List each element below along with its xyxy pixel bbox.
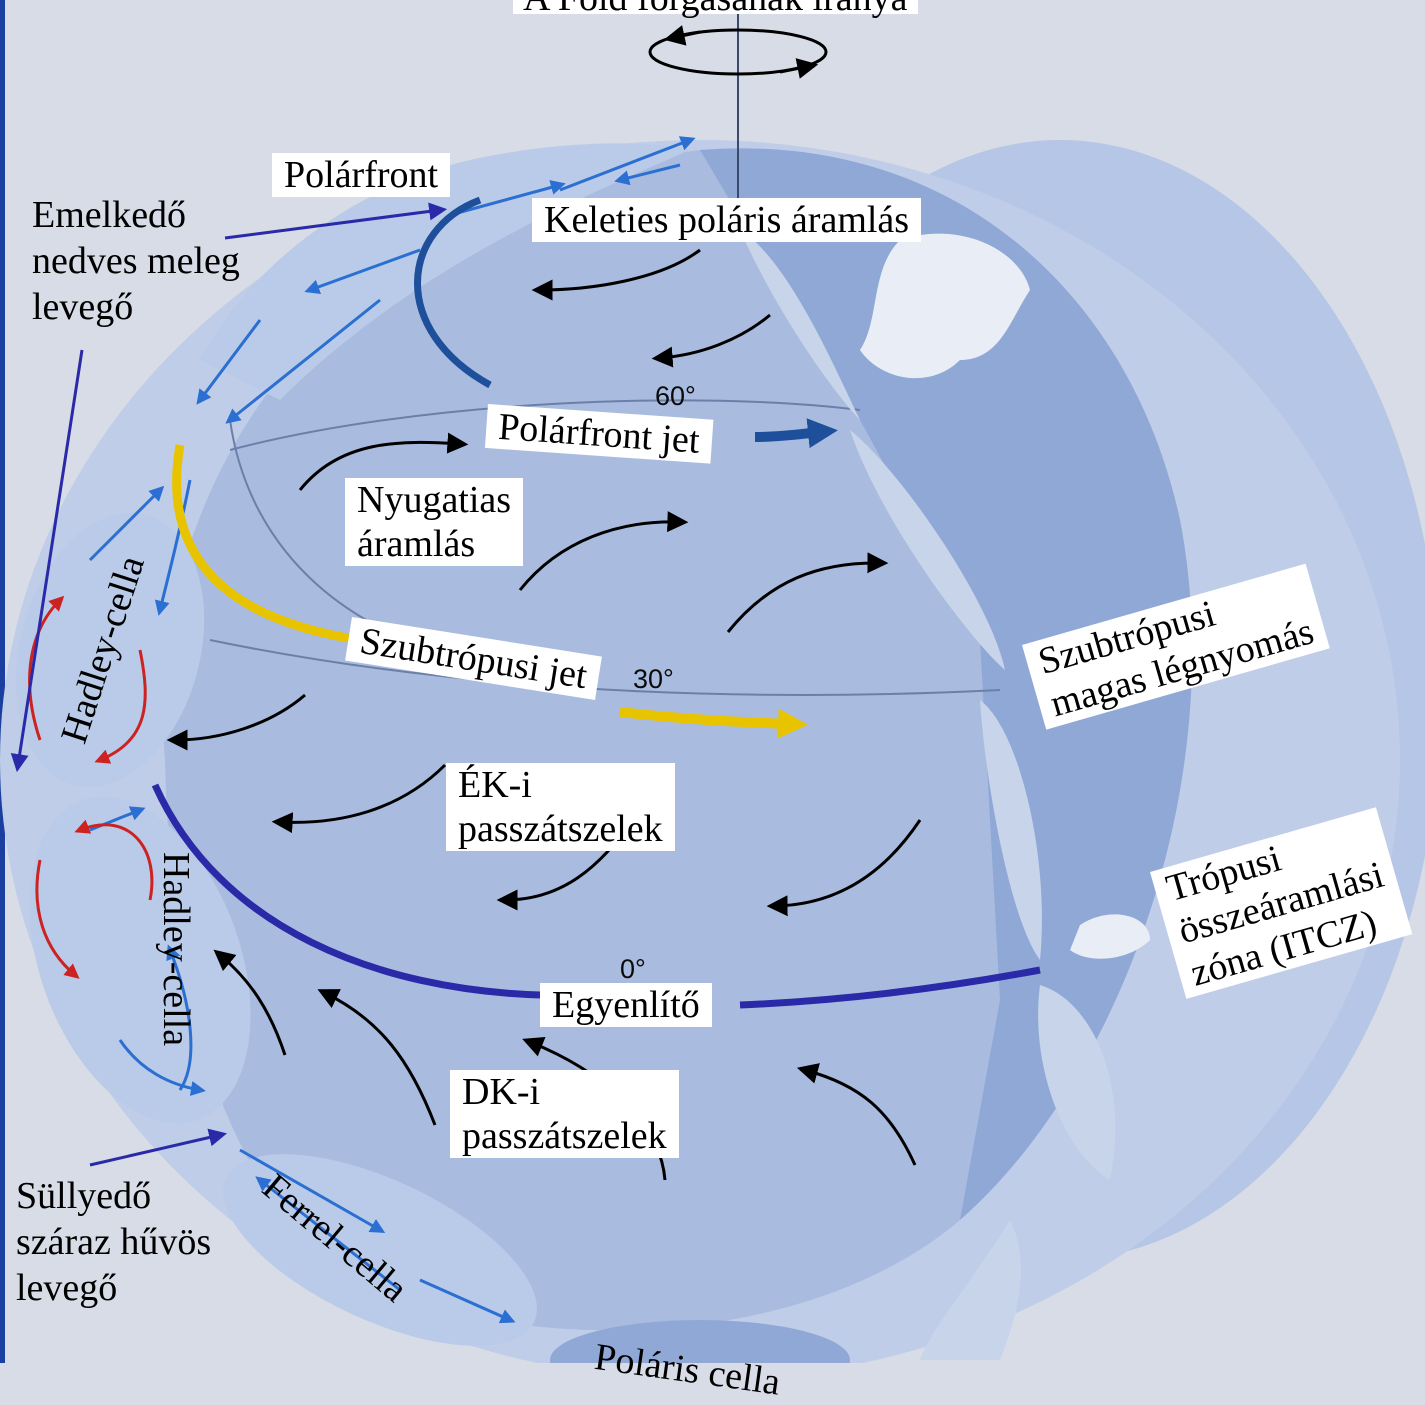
left-border	[0, 0, 5, 1363]
meridian-strip	[980, 700, 1042, 960]
trade-wind-arrow	[766, 819, 922, 917]
circulation-arrow	[225, 298, 381, 424]
se-trade-wind-arrow	[213, 949, 287, 1056]
easterly-wind-arrow	[531, 248, 701, 301]
globe-shadow-side	[700, 148, 1193, 1221]
circulation-arrow	[166, 944, 193, 1091]
polar-front-line	[414, 196, 492, 389]
circulation-arrow	[154, 479, 192, 616]
circulation-arrow	[88, 485, 165, 562]
latitude-60-label: 60°	[655, 381, 696, 411]
meridian-strip	[850, 430, 1005, 670]
label-ek-passzat: ÉK-i passzátszelek	[446, 763, 675, 851]
cloud-itcz	[1070, 914, 1150, 959]
westerly-wind-arrow	[518, 511, 689, 591]
trade-wind-arrow	[271, 763, 447, 834]
meridian-strip	[1038, 985, 1116, 1180]
label-egyenlito: Egyenlítő	[540, 983, 712, 1027]
label-emelkedo: Emelkedő nedves meleg levegő	[32, 194, 240, 328]
label-nyugatias: Nyugatias áramlás	[345, 478, 524, 566]
rotation-arrow-icon	[663, 25, 701, 46]
equator-line	[739, 966, 1041, 1009]
label-keleties: Keleties poláris áramlás	[532, 198, 922, 242]
easterly-wind-arrow	[651, 313, 771, 368]
circulation-arrow	[118, 1039, 206, 1096]
polar-cell-bottom-bubble	[550, 1320, 850, 1363]
globe-illustration	[0, 0, 1425, 1363]
equator-line	[151, 783, 541, 999]
hadley-cell-south-label: Hadley-cella	[155, 852, 197, 1047]
hadley-arrow	[94, 649, 147, 764]
circulation-arrow	[449, 180, 566, 217]
circulation-arrow	[419, 1278, 516, 1324]
latitude-30-label: 30°	[633, 664, 674, 694]
hadley-cell-north-bubble	[15, 512, 205, 788]
circulation-arrow	[239, 1148, 386, 1233]
callout-arrow	[89, 1128, 228, 1167]
circulation-arrow	[614, 163, 681, 186]
subtropical-jet-line	[172, 444, 361, 645]
label-dk-passzat: DK-i passzátszelek	[450, 1070, 679, 1158]
westerly-wind-arrow	[298, 432, 469, 491]
latitude-0-label: 0°	[620, 954, 646, 984]
subtropical-jet-arrow	[619, 707, 808, 739]
se-trade-wind-arrow	[317, 989, 437, 1126]
westerly-wind-arrow	[726, 552, 889, 633]
hadley-arrow	[74, 819, 154, 901]
label-sullyedo: Süllyedő száraz hűvös levegő	[16, 1175, 212, 1309]
meridian-strip	[920, 1220, 1021, 1360]
circulation-arrow	[196, 319, 262, 405]
se-trade-wind-arrow	[796, 1063, 917, 1166]
circulation-arrow	[559, 136, 696, 192]
label-polarfront: Polárfront	[272, 153, 451, 197]
rotation-ellipse	[648, 28, 828, 76]
polar-front-jet-arrow	[754, 418, 838, 449]
latitude-30-line	[209, 639, 1001, 696]
circulation-arrow	[89, 806, 146, 832]
circulation-arrow	[255, 1176, 401, 1292]
latitude-60-line	[229, 399, 861, 451]
polar-cell-bubble	[200, 143, 690, 400]
hadley-arrow	[35, 859, 80, 979]
rotation-arrow-icon	[779, 58, 819, 79]
callout-arrow	[224, 202, 448, 240]
trade-wind-arrow	[166, 693, 306, 751]
circulation-arrow	[304, 248, 421, 294]
meridian-strip	[740, 230, 860, 420]
hadley-arrow	[28, 595, 65, 741]
callout-arrow	[10, 349, 84, 773]
hadley-cell-south-bubble	[29, 796, 251, 1124]
rotation-title: A Föld forgásának iránya	[513, 0, 918, 18]
cloud	[860, 233, 1030, 379]
